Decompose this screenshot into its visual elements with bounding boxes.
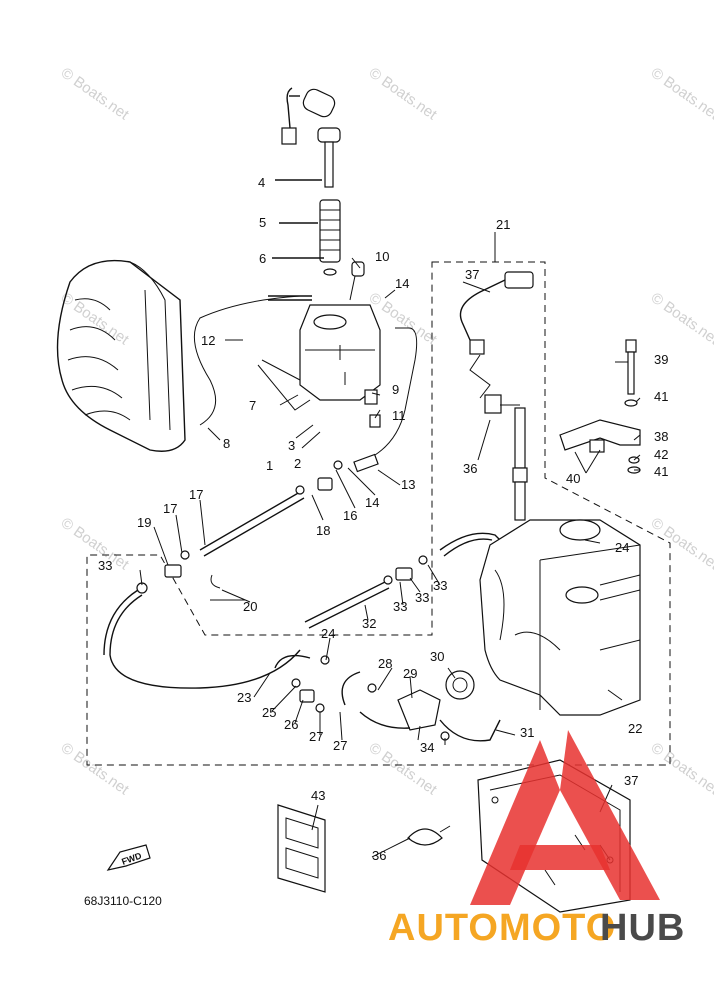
engine-block-drawing bbox=[56, 259, 186, 452]
callout: 31 bbox=[520, 725, 534, 740]
callout: 13 bbox=[401, 477, 415, 492]
callout: 27 bbox=[309, 729, 323, 744]
leader-lines bbox=[139, 232, 641, 858]
mount-hardware bbox=[559, 339, 641, 474]
callout: 14 bbox=[365, 495, 379, 510]
diagram-code: 68J3110-C120 bbox=[84, 894, 162, 908]
callout: 43 bbox=[311, 788, 325, 803]
callout: 5 bbox=[259, 215, 266, 230]
callout: 41 bbox=[654, 389, 668, 404]
hose-network bbox=[103, 295, 511, 742]
callout: 37 bbox=[465, 267, 479, 282]
group-outlines bbox=[86, 261, 671, 766]
callout: 33 bbox=[393, 599, 407, 614]
callout: 17 bbox=[163, 501, 177, 516]
callout: 27 bbox=[333, 738, 347, 753]
callout: 25 bbox=[262, 705, 276, 720]
oil-system-outline bbox=[86, 261, 671, 766]
sensor-assembly bbox=[459, 271, 534, 556]
callouts: 4 5 6 10 14 12 7 8 9 11 3 1 2 13 14 16 1… bbox=[98, 175, 668, 863]
callout: 29 bbox=[403, 666, 417, 681]
watermark: © Boats.net bbox=[648, 514, 714, 573]
callout: 12 bbox=[201, 333, 215, 348]
callout: 20 bbox=[243, 599, 257, 614]
callout: 23 bbox=[237, 690, 251, 705]
callout: 2 bbox=[294, 456, 301, 471]
watermark: © Boats.net bbox=[58, 514, 133, 573]
callout: 37 bbox=[624, 773, 638, 788]
callout: 30 bbox=[430, 649, 444, 664]
callout: 6 bbox=[259, 251, 266, 266]
misc-parts bbox=[106, 804, 451, 893]
callout: 9 bbox=[392, 382, 399, 397]
large-oil-tank bbox=[479, 519, 641, 716]
callout: 11 bbox=[392, 408, 406, 423]
callout: 8 bbox=[223, 436, 230, 451]
callout: 16 bbox=[343, 508, 357, 523]
callout: 14 bbox=[395, 276, 409, 291]
callout: 33 bbox=[98, 558, 112, 573]
callout: 18 bbox=[316, 523, 330, 538]
callout: 33 bbox=[433, 578, 447, 593]
callout: 22 bbox=[628, 721, 642, 736]
oil-gauge-assembly bbox=[272, 87, 341, 276]
callout: 36 bbox=[463, 461, 477, 476]
brand-part2: HUB bbox=[600, 907, 685, 949]
callout: 34 bbox=[420, 740, 434, 755]
callout: 32 bbox=[362, 616, 376, 631]
callout: 7 bbox=[249, 398, 256, 413]
callout: 39 bbox=[654, 352, 668, 367]
callout: 41 bbox=[654, 464, 668, 479]
callout: 10 bbox=[375, 249, 389, 264]
callout: 38 bbox=[654, 429, 668, 444]
callout: 26 bbox=[284, 717, 298, 732]
callout: 24 bbox=[615, 540, 629, 555]
automotohub-logo: AUTOMOTO HUB bbox=[388, 730, 685, 949]
callout: 28 bbox=[378, 656, 392, 671]
callout: 40 bbox=[566, 471, 580, 486]
callout: 21 bbox=[496, 217, 510, 232]
callout: 19 bbox=[137, 515, 151, 530]
callout: 1 bbox=[266, 458, 273, 473]
watermark: © Boats.net bbox=[648, 64, 714, 123]
callout: 36 bbox=[372, 848, 386, 863]
callout: 17 bbox=[189, 487, 203, 502]
watermark: © Boats.net bbox=[58, 739, 133, 798]
watermark: © Boats.net bbox=[648, 289, 714, 348]
callout: 33 bbox=[415, 590, 429, 605]
watermark: © Boats.net bbox=[58, 289, 133, 348]
callout: 4 bbox=[258, 175, 265, 190]
watermark: © Boats.net bbox=[648, 739, 714, 798]
oil-tank-drawing bbox=[257, 261, 381, 428]
callout: 24 bbox=[321, 626, 335, 641]
watermark: © Boats.net bbox=[366, 64, 441, 123]
brand-part1: AUTOMOTO bbox=[388, 907, 616, 949]
callout: 42 bbox=[654, 447, 668, 462]
callout: 3 bbox=[288, 438, 295, 453]
watermark: © Boats.net bbox=[58, 64, 133, 123]
